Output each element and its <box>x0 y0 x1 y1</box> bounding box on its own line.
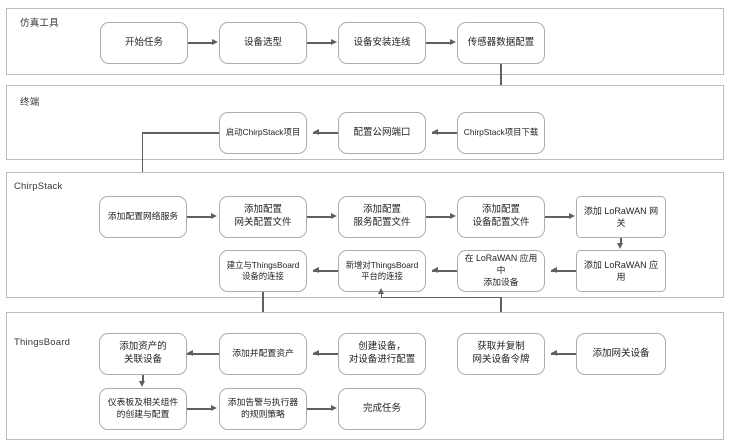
node-device-install-wiring[interactable]: 设备安装连线 <box>338 22 426 64</box>
node-add-lorawan-gateway[interactable]: 添加 LoRaWAN 网关 <box>576 196 666 238</box>
connector-devconn-to-createdevice-v1 <box>262 292 264 329</box>
connector-start-to-selection <box>188 42 213 44</box>
arrowhead-add-config-asset <box>313 350 319 357</box>
node-create-and-config-device[interactable]: 创建设备， 对设备进行配置 <box>338 333 426 375</box>
arrowhead-lorawan-gateway <box>569 213 575 220</box>
node-finish-task[interactable]: 完成任务 <box>338 388 426 430</box>
connector-start-to-network-service-v <box>142 132 144 193</box>
arrowhead-asset-related-device <box>187 350 193 357</box>
arrowhead-sensor <box>450 39 456 46</box>
lane-label-terminal: 终端 <box>20 97 40 108</box>
connector-createdevice-to-asset <box>313 353 338 355</box>
connector-gatewayfile-to-servicefile <box>307 216 332 218</box>
connector-adddevice-to-tbconnection <box>432 270 457 272</box>
node-start-chirpstack-project[interactable]: 启动ChirpStack项目 <box>219 112 307 154</box>
node-add-lorawan-application[interactable]: 添加 LoRaWAN 应用 <box>576 250 666 292</box>
node-add-gateway-device[interactable]: 添加网关设备 <box>576 333 666 375</box>
connector-token-to-tbconnection-v3 <box>381 292 383 298</box>
arrowhead-selection <box>212 39 218 46</box>
node-add-asset-related-device[interactable]: 添加资产的 关联设备 <box>99 333 187 375</box>
node-add-alarm-rule-policy[interactable]: 添加告警与执行器 的规则策略 <box>219 388 307 430</box>
lane-label-thingsboard: ThingsBoard <box>14 337 71 348</box>
lane-label-chirpstack: ChirpStack <box>14 181 63 192</box>
arrowhead-tb-device-connection <box>313 267 319 274</box>
arrowhead-config-public-port <box>432 129 438 136</box>
arrowhead-device-config-file <box>450 213 456 220</box>
arrowhead-add-device-in-app <box>551 267 557 274</box>
node-add-device-in-lorawan-app[interactable]: 在 LoRaWAN 应用中 添加设备 <box>457 250 545 292</box>
arrowhead-tb-platform-connection <box>432 267 438 274</box>
connector-servicefile-to-devicefile <box>426 216 451 218</box>
node-add-and-config-asset[interactable]: 添加并配置资产 <box>219 333 307 375</box>
arrowhead-gateway-token <box>551 350 557 357</box>
arrowhead-gateway-config-file <box>211 213 217 220</box>
node-device-selection[interactable]: 设备选型 <box>219 22 307 64</box>
connector-lorawangateway-to-lorawanapp <box>620 238 622 244</box>
node-chirpstack-project-download[interactable]: ChirpStack项目下载 <box>457 112 545 154</box>
node-add-thingsboard-platform-connection[interactable]: 新增对ThingsBoard 平台的连接 <box>338 250 426 292</box>
connector-port-to-start <box>313 132 338 134</box>
connector-alarm-to-finish <box>307 408 332 410</box>
node-config-public-port[interactable]: 配置公网端口 <box>338 112 426 154</box>
arrowhead-install <box>331 39 337 46</box>
connector-asset-to-relateddevice <box>187 353 219 355</box>
connector-selection-to-install <box>307 42 332 44</box>
node-add-network-service[interactable]: 添加配置网络服务 <box>99 196 187 238</box>
connector-tbconnection-to-devconnection <box>313 270 338 272</box>
node-sensor-data-config[interactable]: 传感器数据配置 <box>457 22 545 64</box>
connector-lorawanapp-to-adddevice <box>551 270 576 272</box>
arrowhead-start-chirpstack <box>313 129 319 136</box>
connector-start-to-network-service-h <box>142 132 219 134</box>
connector-token-to-tbconnection-h <box>381 297 501 299</box>
arrowhead-finish-task <box>331 405 337 412</box>
node-add-gateway-config-file[interactable]: 添加配置 网关配置文件 <box>219 196 307 238</box>
node-get-copy-gateway-token[interactable]: 获取并复制 网关设备令牌 <box>457 333 545 375</box>
node-build-thingsboard-device-connection[interactable]: 建立与ThingsBoard 设备的连接 <box>219 250 307 292</box>
connector-netservice-to-gatewayfile <box>187 216 212 218</box>
connector-download-to-port <box>432 132 457 134</box>
node-start-task[interactable]: 开始任务 <box>100 22 188 64</box>
arrowhead-service-config-file <box>331 213 337 220</box>
node-add-device-config-file[interactable]: 添加配置 设备配置文件 <box>457 196 545 238</box>
connector-relateddevice-to-dashboard <box>142 375 144 382</box>
arrowhead-lorawan-application <box>617 243 624 249</box>
arrowhead-alarm-rule <box>211 405 217 412</box>
node-add-service-config-file[interactable]: 添加配置 服务配置文件 <box>338 196 426 238</box>
arrowhead-tb-connection-feedback <box>378 288 385 294</box>
node-dashboard-create-config[interactable]: 仪表板及相关组件 的创建与配置 <box>99 388 187 430</box>
connector-gatewaydevice-to-token <box>551 353 576 355</box>
connector-dashboard-to-alarm <box>187 408 212 410</box>
arrowhead-dashboard <box>139 381 146 387</box>
connector-devicefile-to-lorawangateway <box>545 216 570 218</box>
connector-install-to-sensor <box>426 42 451 44</box>
lane-label-simulation-tool: 仿真工具 <box>20 18 59 29</box>
